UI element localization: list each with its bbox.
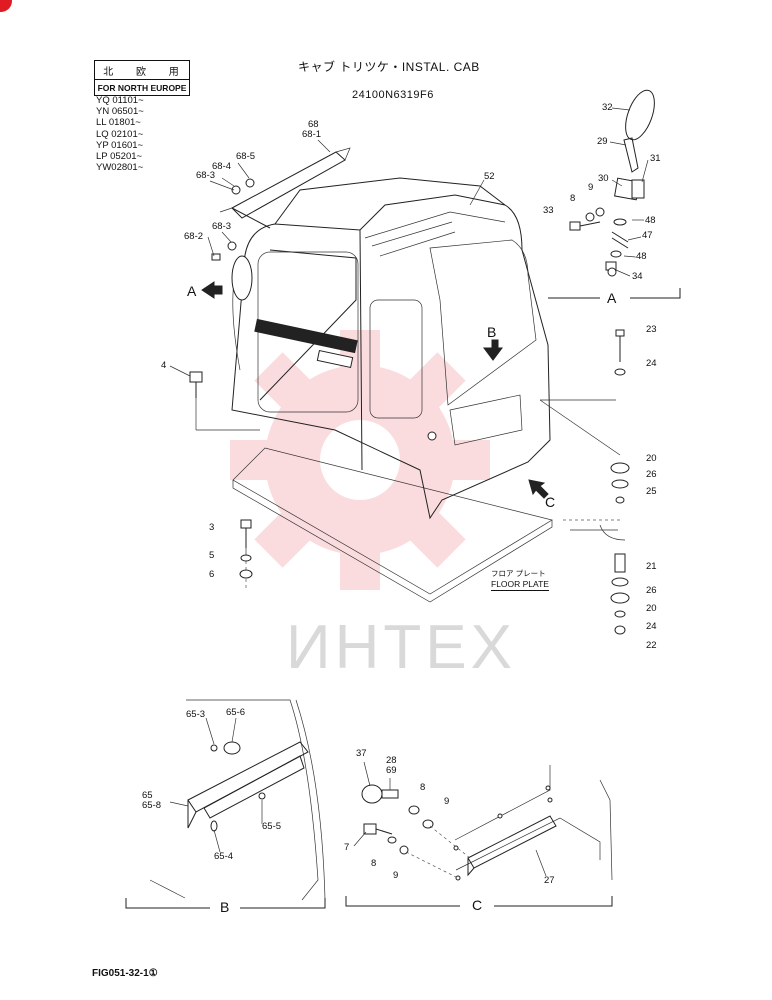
callout-9-c: 9	[393, 870, 399, 881]
callout-65: 65	[142, 790, 153, 801]
callout-65-5: 65-5	[262, 821, 282, 832]
callout-29: 29	[597, 136, 608, 147]
mount-stack-drawing	[599, 329, 630, 635]
view-label-c-arrow: C	[545, 494, 556, 510]
region-box: 北 欧 用 FOR NORTH EUROPE	[94, 60, 190, 96]
handrail-fasteners	[211, 178, 255, 261]
callout-25: 25	[646, 486, 657, 497]
figure-code: FIG051-32-1①	[92, 968, 158, 979]
serial-item: YQ 01101~	[96, 95, 144, 106]
serial-item: LL 01801~	[96, 117, 141, 129]
part-number: 24100N6319F6	[352, 89, 434, 101]
region-label-jp: 北 欧 用	[95, 61, 189, 80]
callout-5: 5	[209, 550, 215, 561]
callout-4: 4	[161, 360, 167, 371]
callout-24-a: 24	[646, 358, 657, 369]
callout-69: 69	[386, 765, 397, 776]
serial-item: YW02801~	[96, 162, 144, 174]
callout-65-6: 65-6	[226, 707, 246, 718]
callout-3: 3	[209, 522, 215, 533]
callout-68-2: 68-2	[184, 231, 204, 242]
callout-48-b: 48	[636, 251, 647, 262]
callout-37: 37	[356, 748, 367, 759]
callout-52: 52	[484, 171, 495, 182]
callout-20-b: 20	[646, 603, 657, 614]
callout-68-3-lower: 68-3	[212, 221, 232, 232]
callout-20-a: 20	[646, 453, 657, 464]
floor-plate-label-jp: フロア プレート	[491, 569, 546, 578]
detail-b-label: B	[220, 899, 230, 915]
callout-26-a: 26	[646, 469, 657, 480]
callout-65-4: 65-4	[214, 851, 234, 862]
callout-68-3-upper: 68-3	[196, 170, 216, 181]
floor-plate-drawing	[232, 447, 553, 603]
serial-list: YQ 01101~ YN 06501~ LL 01801~ LQ 02101~ …	[96, 95, 144, 173]
callout-33: 33	[543, 205, 554, 216]
bolt-4-drawing	[189, 371, 203, 398]
region-label-en: FOR NORTH EUROPE	[97, 83, 187, 93]
callout-26-b: 26	[646, 585, 657, 596]
serial-item: YP 01601~	[96, 139, 144, 151]
callout-34: 34	[632, 271, 643, 282]
callout-8-c: 8	[371, 858, 377, 869]
callout-8-b: 8	[420, 782, 426, 793]
callout-21: 21	[646, 561, 657, 572]
callout-30: 30	[598, 173, 609, 184]
callout-65-8: 65-8	[142, 800, 162, 811]
bolt-3-drawing	[239, 519, 253, 579]
callout-32: 32	[602, 102, 613, 113]
callout-31: 31	[650, 153, 661, 164]
serial-item: LP 05201~	[96, 151, 143, 163]
diagram-title: キャブ トリツケ・INSTAL. CAB	[298, 60, 480, 74]
floor-plate-label-en: FLOOR PLATE	[491, 579, 549, 591]
detail-a-drawing	[548, 89, 681, 299]
handrail-drawing	[219, 147, 351, 229]
view-arrows	[201, 281, 549, 499]
callout-68: 68	[308, 119, 319, 130]
cab-body-drawing	[231, 177, 551, 520]
callout-24-b: 24	[646, 621, 657, 632]
detail-b-drawing	[125, 699, 326, 909]
detail-c-label: C	[472, 897, 483, 913]
callout-22: 22	[646, 640, 657, 651]
detail-c-drawing	[345, 761, 613, 907]
callout-47: 47	[642, 230, 653, 241]
watermark-text: ИНТЕХ	[286, 613, 516, 682]
callout-28: 28	[386, 755, 397, 766]
serial-item: YN 06501~	[96, 106, 144, 118]
callout-68-1: 68-1	[302, 129, 322, 140]
callout-23: 23	[646, 324, 657, 335]
callout-68-5: 68-5	[236, 151, 256, 162]
watermark-gear-icon	[230, 330, 490, 590]
detail-a-label: A	[607, 290, 617, 306]
callout-27: 27	[544, 875, 555, 886]
callout-65-3: 65-3	[186, 709, 206, 720]
callout-9-a: 9	[588, 182, 594, 193]
callout-7: 7	[344, 842, 350, 853]
callout-8-a: 8	[570, 193, 576, 204]
callout-6: 6	[209, 569, 215, 580]
view-label-a-arrow: A	[187, 283, 197, 299]
callout-9-b: 9	[444, 796, 450, 807]
view-label-b-arrow: B	[487, 324, 497, 340]
floor-plate-label: フロア プレート FLOOR PLATE	[491, 568, 549, 591]
callout-48-a: 48	[645, 215, 656, 226]
callout-68-4: 68-4	[212, 161, 232, 172]
serial-item: LQ 02101~	[96, 128, 144, 140]
